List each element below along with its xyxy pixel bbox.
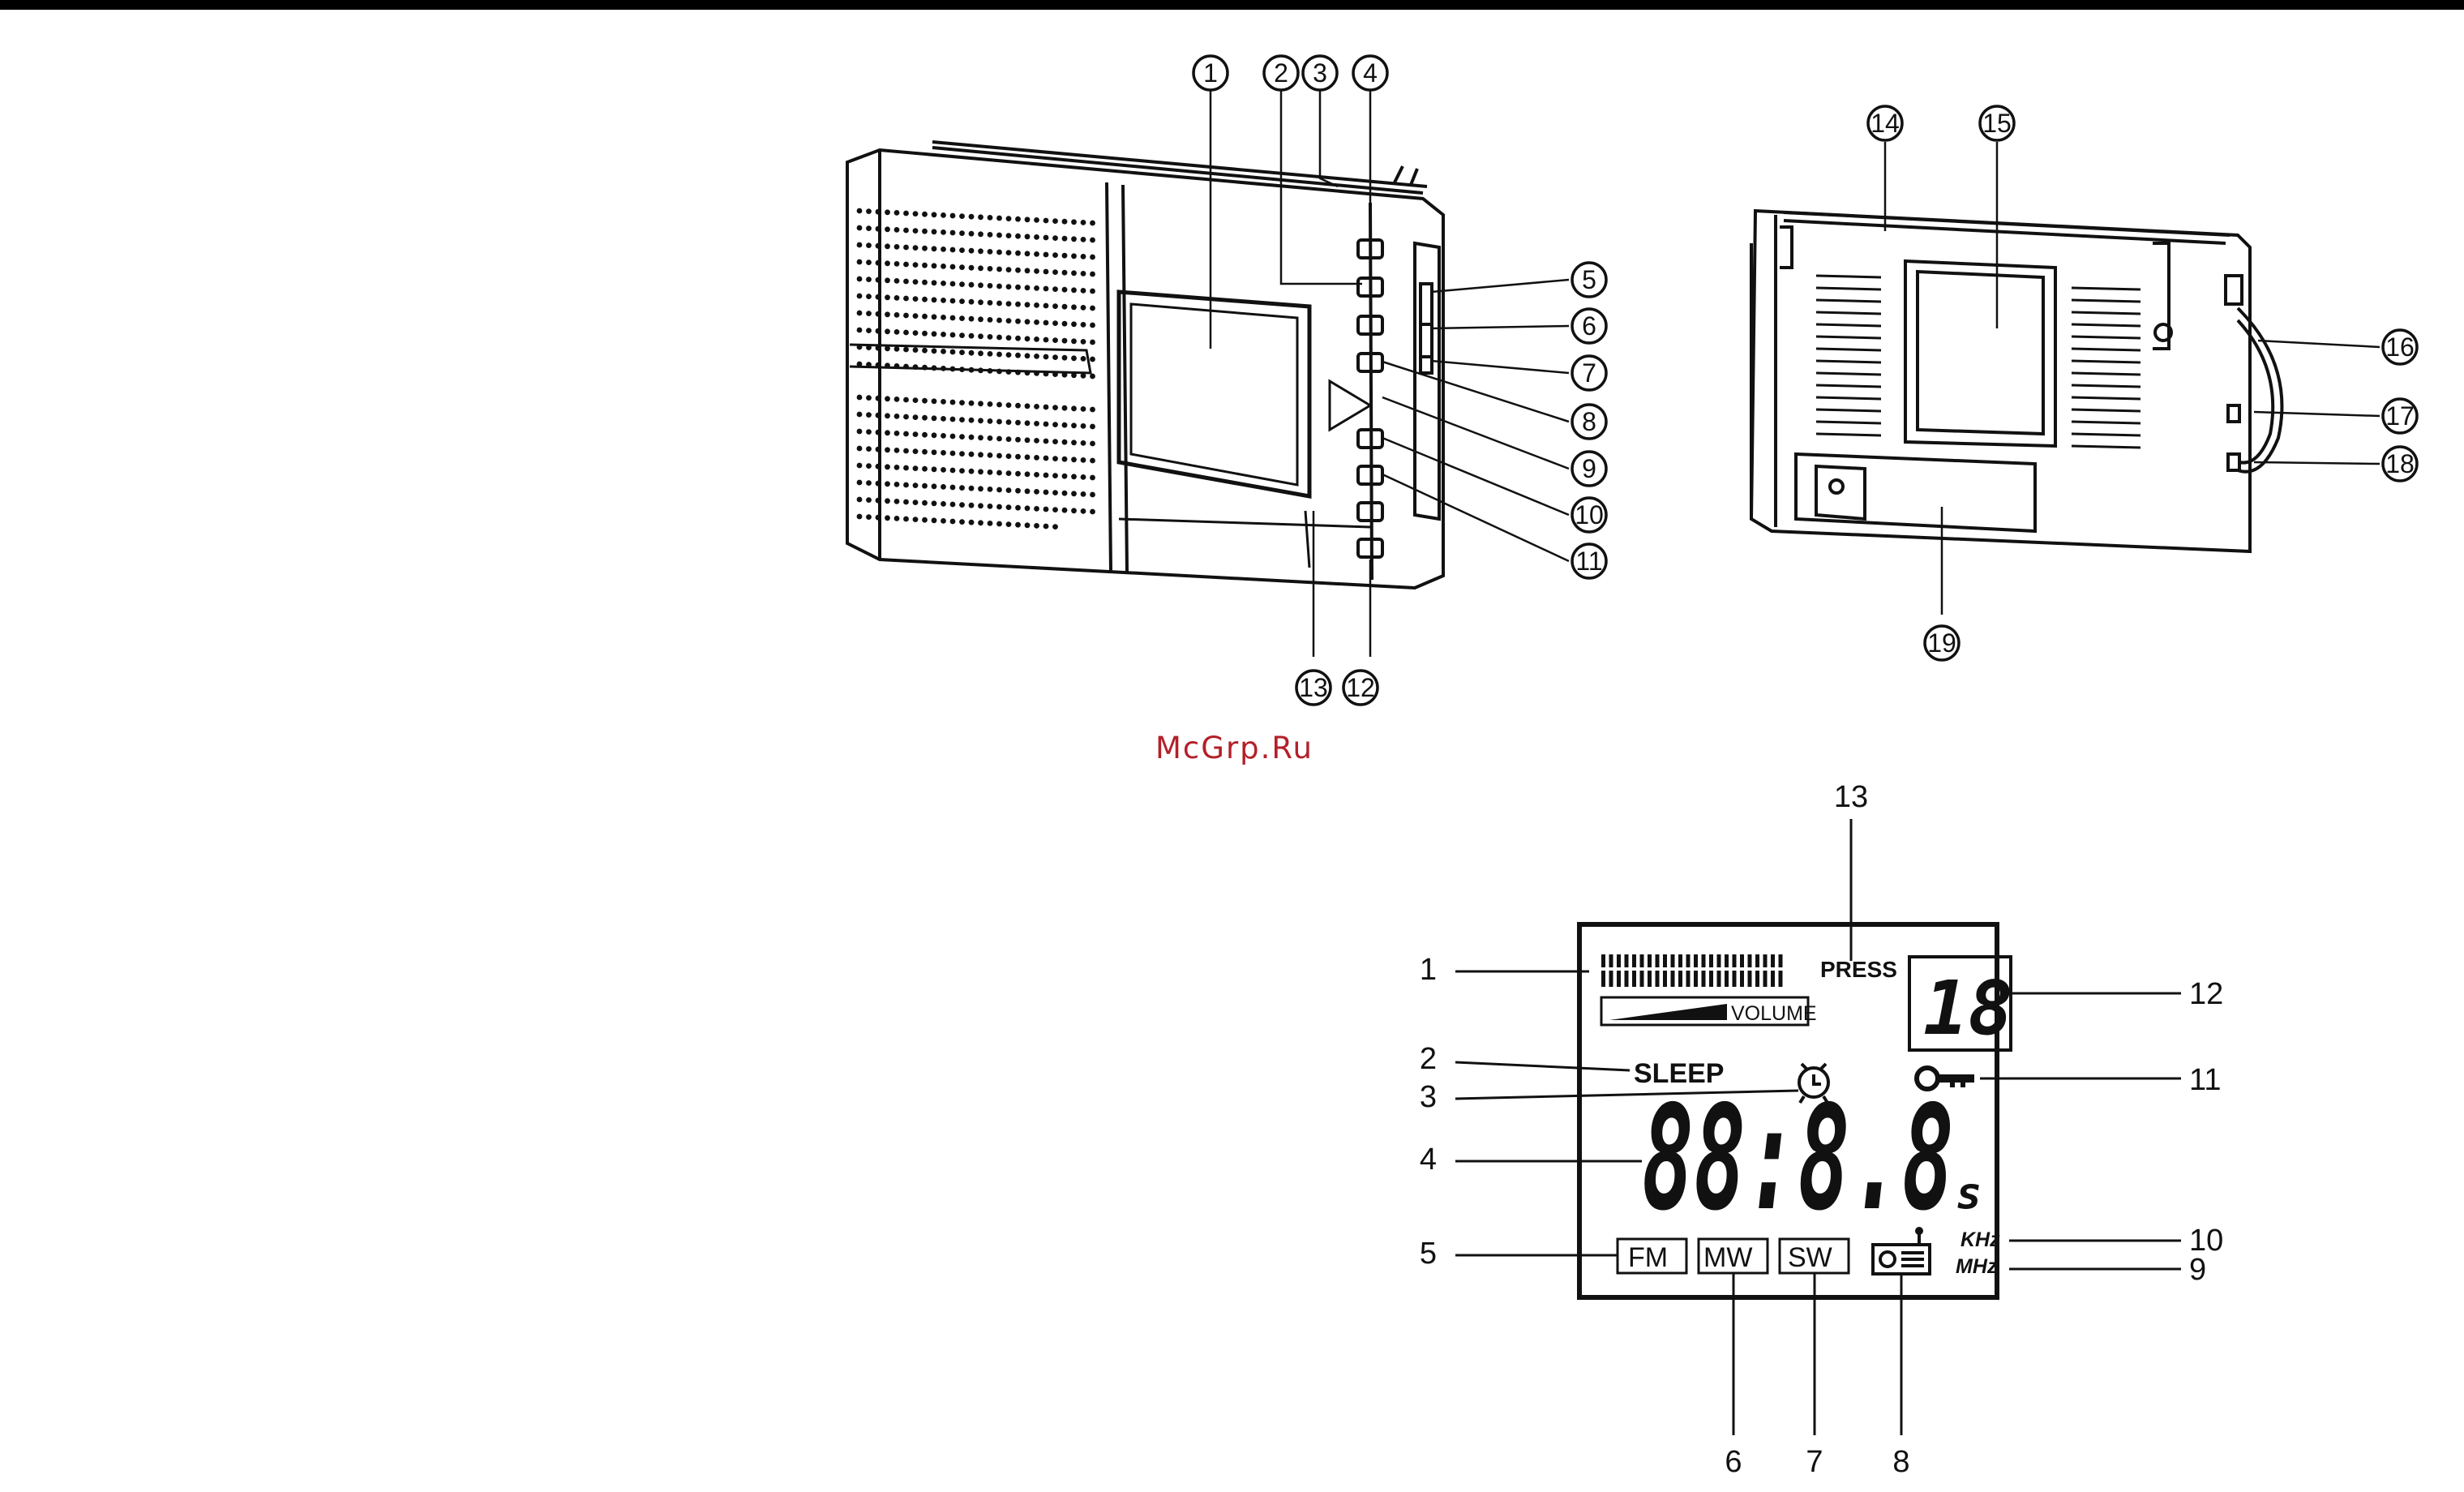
clock-suffix: s: [1956, 1168, 1982, 1219]
lcd-callout-4: 4: [1420, 1143, 1437, 1177]
radio-callout-10: 10: [1572, 498, 1606, 532]
svg-text:16: 16: [2385, 332, 2415, 362]
radio-callout-19: 19: [1925, 626, 1959, 660]
lcd-callout-6: 6: [1725, 1445, 1742, 1479]
svg-text:4: 4: [1363, 58, 1378, 88]
clock-digits: 88:8.8: [1642, 1074, 1954, 1242]
band-fm-label: FM: [1628, 1242, 1668, 1273]
radio-callout-17: 17: [2383, 399, 2417, 433]
svg-text:15: 15: [1982, 109, 2012, 138]
lcd-callout-10: 10: [2189, 1224, 2223, 1258]
lcd-callout-1: 1: [1420, 953, 1437, 987]
radio-callout-18: 18: [2383, 447, 2417, 481]
svg-text:8: 8: [1582, 407, 1596, 436]
radio-callout-9: 9: [1572, 452, 1606, 486]
radio-rear-view: [1751, 211, 2282, 551]
signal-strength-bars: [1601, 954, 1786, 987]
lcd-callout-11: 11: [2189, 1063, 2221, 1097]
lcd-callout-7: 7: [1806, 1445, 1823, 1479]
svg-text:13: 13: [1299, 673, 1328, 702]
svg-text:17: 17: [2385, 401, 2415, 431]
radio-callout-3: 3: [1303, 56, 1337, 90]
band-mw-label: MW: [1703, 1242, 1752, 1273]
radio-callout-5: 5: [1572, 263, 1606, 297]
radio-callout-14: 14: [1868, 106, 1902, 140]
lcd-callout-13: 13: [1834, 780, 1868, 814]
radio-callout-13: 13: [1296, 671, 1331, 705]
svg-text:14: 14: [1870, 109, 1900, 138]
watermark: McGrp.Ru: [1155, 731, 1313, 765]
svg-text:11: 11: [1575, 547, 1602, 576]
volume-label: VOLUME: [1731, 1002, 1817, 1025]
memory-number: 18: [1923, 965, 2013, 1052]
svg-text:3: 3: [1313, 58, 1327, 88]
radio-callout-4: 4: [1353, 56, 1387, 90]
svg-text:9: 9: [1582, 454, 1596, 483]
lcd-callout-2: 2: [1420, 1042, 1437, 1076]
svg-text:1: 1: [1203, 58, 1218, 88]
svg-text:6: 6: [1582, 311, 1596, 341]
volume-indicator: VOLUME: [1601, 997, 1817, 1025]
lcd-callout-8: 8: [1892, 1445, 1909, 1479]
band-sw-label: SW: [1788, 1242, 1832, 1273]
radio-callout-15: 15: [1980, 106, 2014, 140]
svg-text:19: 19: [1927, 628, 1956, 658]
lcd-callout-5: 5: [1420, 1237, 1437, 1271]
svg-text:2: 2: [1274, 58, 1288, 88]
press-label: PRESS: [1820, 957, 1897, 982]
svg-text:12: 12: [1346, 673, 1375, 702]
lcd-display-diagram: PRESS VOLUME SLEEP 18 88:8.8: [1420, 780, 2223, 1479]
mhz-label: MHz: [1956, 1255, 1998, 1278]
svg-text:5: 5: [1582, 265, 1596, 294]
radio-callout-2: 2: [1264, 56, 1298, 90]
svg-text:10: 10: [1575, 500, 1604, 529]
khz-label: KHz: [1960, 1228, 2000, 1251]
radio-callout-6: 6: [1572, 309, 1606, 343]
radio-callout-12: 12: [1343, 671, 1378, 705]
lcd-callout-12: 12: [2189, 977, 2223, 1011]
lcd-callout-9: 9: [2189, 1253, 2206, 1287]
radio-callout-16: 16: [2383, 330, 2417, 364]
svg-text:18: 18: [2385, 449, 2415, 478]
radio-callout-11: 11: [1572, 544, 1606, 578]
svg-text:7: 7: [1582, 358, 1596, 388]
radio-callout-7: 7: [1572, 356, 1606, 390]
lcd-callout-3: 3: [1420, 1080, 1437, 1114]
radio-callout-8: 8: [1572, 405, 1606, 439]
radio-callout-1: 1: [1193, 56, 1228, 90]
